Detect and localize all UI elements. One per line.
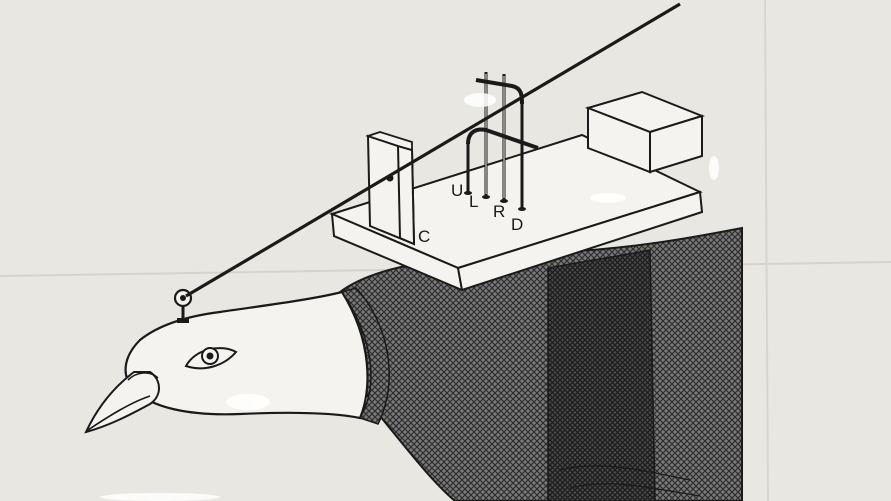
pivot-post-top [365,131,413,152]
platform-side-edge [456,190,704,292]
head-electrode-ring-inner [180,295,186,301]
pivot-point [386,174,394,182]
photo-glare [100,93,719,501]
pin-label-down: D [511,215,523,234]
head-electrode-base [177,318,189,323]
pivot-post-side [396,144,416,246]
pigeon-beak [84,371,160,434]
relay-box-side [649,114,703,174]
pin-label-up: U [451,181,463,200]
control-rod [185,2,681,298]
pigeon-feather-lines [559,465,701,497]
contact-frame-lower [466,127,539,150]
pigeon-eye-pupil [206,352,214,360]
paper-seam-vertical [764,0,769,501]
pigeon-neck-collar [340,287,390,425]
contact-pin-feet [464,191,526,211]
pin-label-left: L [469,192,478,211]
pigeon-beak-split [87,395,151,431]
pigeon-cere [127,372,159,381]
common-label: C [418,227,430,246]
contact-frame-upper [475,78,524,105]
pigeon-body-dark-band [547,249,656,501]
pin-label-right: R [493,202,505,221]
